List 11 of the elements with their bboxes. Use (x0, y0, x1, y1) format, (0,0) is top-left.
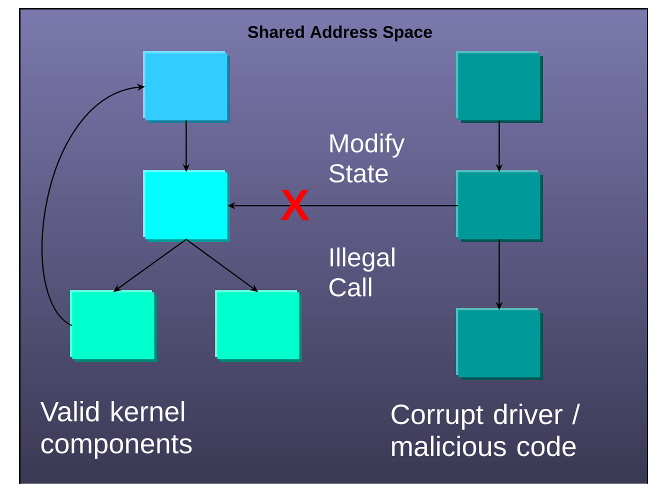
caption: Corrupt driver / malicious code (392, 404, 580, 456)
component-box (143, 170, 230, 242)
component-box (215, 290, 302, 362)
text-label: Modify State (329, 133, 405, 183)
component-box (456, 308, 543, 380)
component-box (456, 51, 543, 123)
text-label: Illegal Call (330, 247, 394, 297)
component-box (143, 51, 230, 123)
component-box (70, 290, 157, 362)
caption: Valid kernel components (40, 400, 192, 460)
component-box (456, 170, 543, 242)
